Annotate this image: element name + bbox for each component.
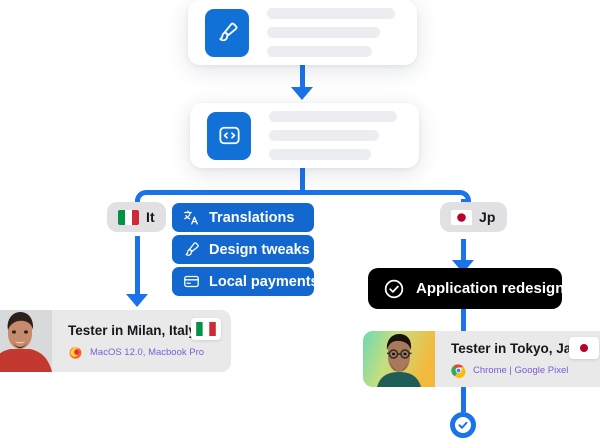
- check-circle-icon: [383, 278, 405, 300]
- code-icon: [207, 111, 251, 160]
- language-chip-label: Jp: [479, 209, 496, 225]
- language-chip-italy[interactable]: It: [107, 202, 166, 232]
- skeleton-line: [267, 27, 380, 38]
- arrowhead-milan: [126, 294, 148, 307]
- task-chip-design-tweaks[interactable]: Design tweaks: [172, 235, 314, 264]
- connector-italy-tester: [135, 236, 140, 298]
- skeleton-line: [267, 46, 372, 57]
- tester-device-text: MacOS 12.0, Macbook Pro: [90, 347, 205, 358]
- flag-italy-badge: [191, 318, 221, 340]
- skeleton-line: [267, 8, 395, 19]
- task-chip-label: Design tweaks: [209, 241, 310, 258]
- connector-badge-tester: [461, 309, 466, 331]
- chrome-icon: [451, 363, 466, 378]
- skeleton-lines: [269, 111, 397, 160]
- tester-card-tokyo[interactable]: Tester in Tokyo, Japan Chrome | Google P…: [363, 331, 600, 387]
- translate-icon: [183, 209, 200, 226]
- firefox-icon: [68, 345, 83, 360]
- arrowhead-card2: [291, 87, 313, 100]
- connector-tester-end: [461, 384, 466, 412]
- tester-device-text: Chrome | Google Pixel: [473, 365, 569, 376]
- task-chip-label: Local payments: [209, 273, 319, 290]
- status-badge-application-redesign[interactable]: Application redesign: [368, 268, 565, 309]
- flag-japan-badge: [569, 337, 600, 359]
- language-chip-japan[interactable]: Jp: [440, 202, 507, 232]
- connector-japan-badge: [461, 239, 466, 264]
- flag-japan-icon: [451, 209, 472, 225]
- connector-corner-right: [452, 190, 471, 209]
- language-chip-label: It: [146, 209, 155, 225]
- connector-card2-branch: [300, 163, 305, 193]
- skeleton-line: [269, 130, 380, 141]
- credit-card-icon: [183, 273, 200, 290]
- paintbrush-icon: [183, 241, 200, 258]
- workflow-card-design[interactable]: [188, 0, 417, 65]
- workflow-card-development[interactable]: [190, 103, 419, 168]
- connector-branch-bar: [148, 190, 453, 195]
- tester-name: Tester in Tokyo, Japan: [451, 341, 596, 356]
- skeleton-line: [269, 111, 397, 122]
- skeleton-lines: [267, 8, 395, 57]
- end-node-check: [450, 412, 476, 438]
- task-chip-local-payments[interactable]: Local payments: [172, 267, 319, 296]
- tester-device-info: Chrome | Google Pixel: [451, 363, 595, 378]
- avatar: [0, 310, 52, 372]
- tester-info: Tester in Milan, Italy MacOS 12.0, Macbo…: [52, 310, 231, 372]
- avatar: [363, 331, 435, 387]
- task-chip-label: Translations: [209, 209, 295, 226]
- tester-info: Tester in Tokyo, Japan Chrome | Google P…: [435, 331, 600, 387]
- connector-card1-card2: [300, 63, 305, 91]
- tester-device-info: MacOS 12.0, Macbook Pro: [68, 345, 217, 360]
- skeleton-line: [269, 149, 372, 160]
- tester-card-milan[interactable]: Tester in Milan, Italy MacOS 12.0, Macbo…: [0, 310, 231, 372]
- flag-italy-icon: [118, 209, 139, 225]
- status-badge-label: Application redesign: [416, 280, 565, 297]
- task-chip-translations[interactable]: Translations: [172, 203, 314, 232]
- tester-name: Tester in Milan, Italy: [68, 323, 197, 338]
- paintbrush-icon: [205, 8, 249, 57]
